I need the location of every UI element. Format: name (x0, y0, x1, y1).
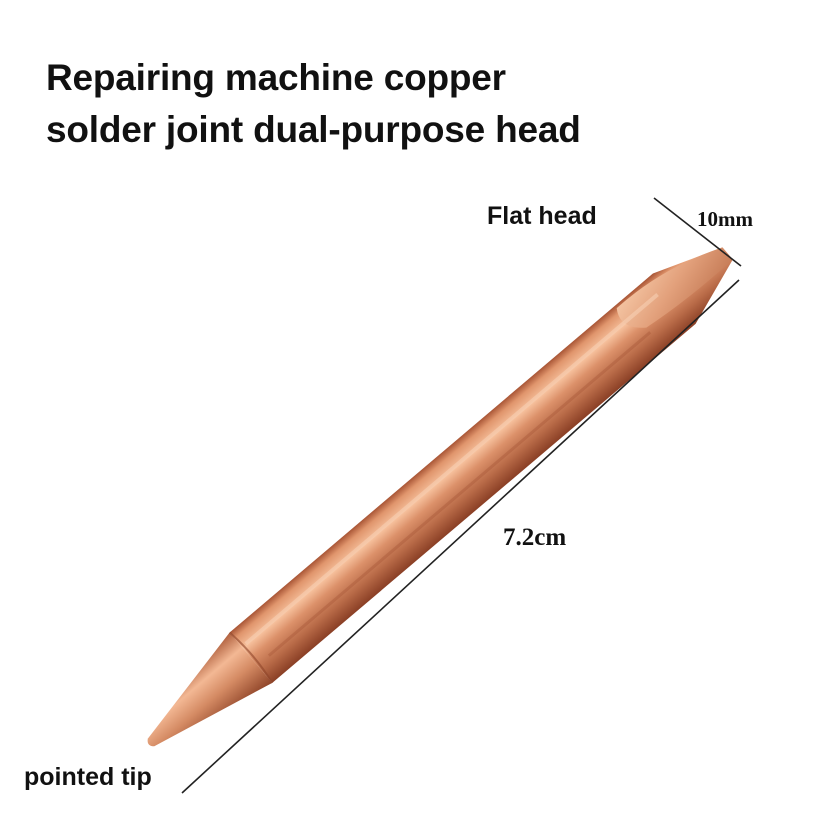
flat-head-label: Flat head (487, 202, 597, 230)
width-dimension-line (653, 197, 742, 267)
pointed-tip-label: pointed tip (24, 763, 152, 791)
width-dimension-label: 10mm (697, 207, 753, 231)
title-line-2: solder joint dual-purpose head (46, 109, 581, 150)
length-dimension-line (181, 279, 740, 794)
cone-tip-shape (147, 632, 273, 747)
product-title: Repairing machine copper solder joint du… (46, 52, 581, 156)
length-dimension-label: 7.2cm (503, 524, 567, 551)
flat-face-shape (616, 247, 733, 328)
title-line-1: Repairing machine copper (46, 57, 506, 98)
copper-solder-tip (147, 247, 733, 747)
